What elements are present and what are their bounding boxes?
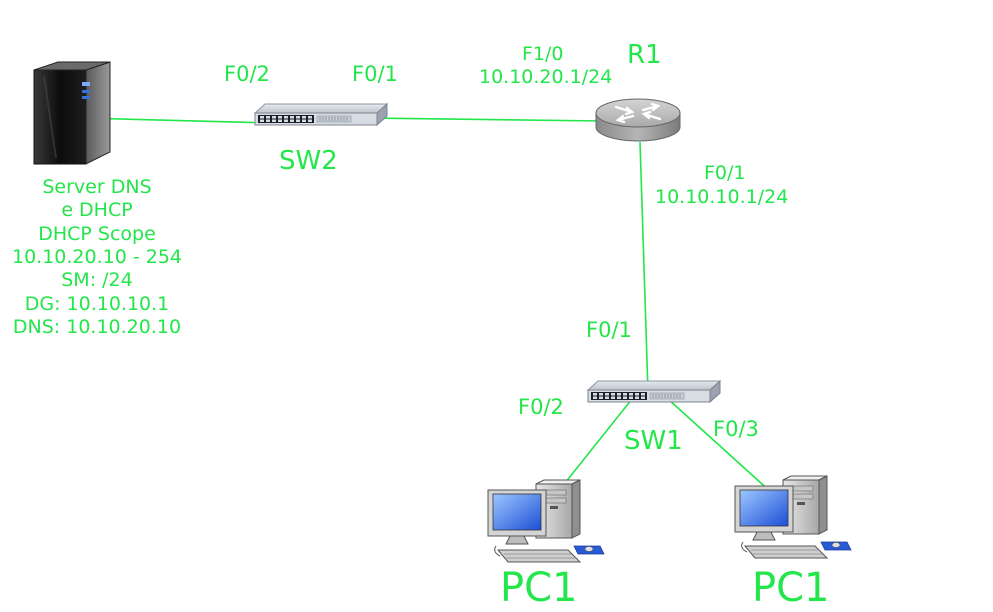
sw2-label: SW2 bbox=[279, 146, 338, 176]
router-icon bbox=[595, 98, 681, 142]
server-label-line: DHCP Scope bbox=[38, 222, 156, 245]
desktop-pc-icon-left bbox=[487, 479, 605, 563]
sw1-port-f03-label: F0/3 bbox=[713, 417, 759, 441]
switch-icon-sw2 bbox=[254, 103, 388, 126]
server-label-line: DG: 10.10.10.1 bbox=[24, 292, 170, 315]
r1-port-f10-label: F1/0 bbox=[522, 43, 564, 65]
server-label-line: e DHCP bbox=[61, 199, 133, 222]
sw1-port-f02-label: F0/2 bbox=[518, 395, 564, 419]
server-label: Server DNS e DHCP DHCP Scope 10.10.20.10… bbox=[4, 176, 190, 340]
desktop-pc-icon-right bbox=[734, 475, 852, 559]
sw1-port-f01-label: F0/1 bbox=[586, 318, 632, 342]
switch-icon-sw1 bbox=[587, 380, 721, 403]
r1-port-f10-ip: 10.10.20.1/24 bbox=[479, 66, 613, 88]
link-sw2-r1 bbox=[369, 117, 603, 122]
server-label-line: SM: /24 bbox=[61, 269, 133, 292]
server-label-line: Server DNS bbox=[42, 176, 152, 198]
r1-port-f01-label: F0/1 bbox=[704, 162, 746, 184]
server-label-line: DNS: 10.10.20.10 bbox=[12, 316, 182, 339]
link-r1-sw1 bbox=[639, 141, 649, 393]
sw2-port-f01-label: F0/1 bbox=[352, 62, 398, 86]
sw2-port-f02-label: F0/2 bbox=[224, 62, 270, 86]
r1-port-f01-ip: 10.10.10.1/24 bbox=[655, 186, 789, 208]
link-server-sw2 bbox=[81, 117, 271, 124]
pc-left-label: PC1 bbox=[500, 565, 578, 611]
r1-label: R1 bbox=[627, 40, 662, 70]
pc-right-label: PC1 bbox=[752, 565, 830, 611]
sw1-label: SW1 bbox=[624, 426, 683, 456]
server-label-line: 10.10.20.10 - 254 bbox=[11, 246, 183, 269]
server-tower-icon bbox=[33, 61, 111, 165]
